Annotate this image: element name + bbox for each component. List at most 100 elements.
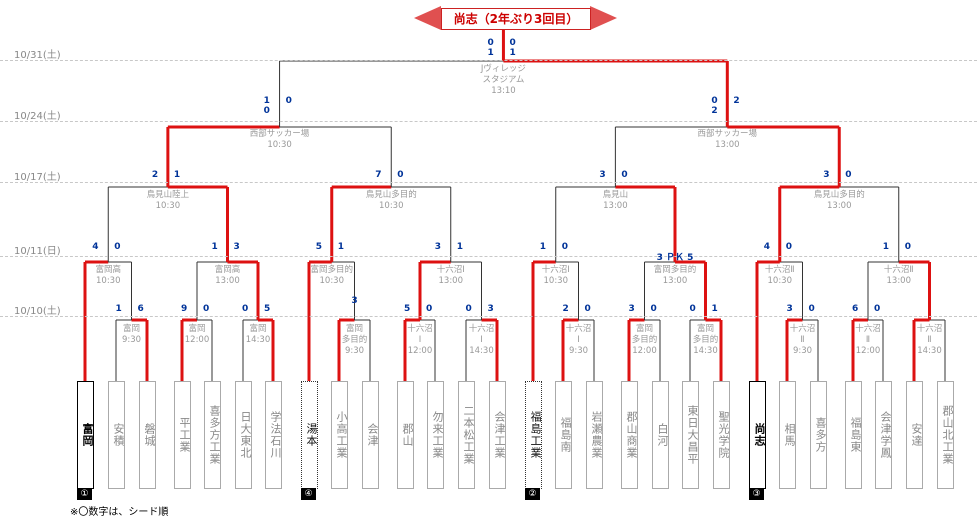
team-name: 相馬 — [779, 381, 796, 489]
team-name: 会津学鳳 — [875, 381, 892, 489]
team-name: 岩瀬農業 — [586, 381, 603, 489]
score: 2 — [711, 106, 718, 116]
score: 1 — [115, 304, 122, 314]
venue-label: 富岡多目的 10:30 — [310, 265, 353, 286]
score: 1 — [173, 170, 181, 180]
team-name: 小高工業 — [331, 381, 348, 489]
score: 5 — [264, 304, 271, 314]
venue-label: 富岡 多目的 14:30 — [692, 324, 719, 356]
team-name: 白河 — [652, 381, 669, 489]
score: 3 — [233, 242, 240, 252]
score: 1 — [487, 48, 494, 58]
team-name: 二本松工業 — [458, 381, 475, 489]
score: 2 — [733, 96, 740, 106]
seed-number: ④ — [301, 488, 316, 500]
team-name: 湯本 — [301, 381, 318, 489]
score: 6 — [852, 304, 859, 314]
venue-label: 富岡 多目的 9:30 — [341, 324, 368, 356]
score: 0 — [904, 242, 912, 252]
venue-label: 西部サッカー場 10:30 — [249, 129, 310, 150]
venue-label: 十六沼 Ⅰ 12:00 — [407, 324, 433, 356]
score: 0 — [621, 170, 628, 180]
score: 2 — [562, 304, 569, 314]
venue-label: 鳥見山多目的 10:30 — [365, 190, 417, 211]
score: 0 — [397, 170, 404, 180]
score: 3 — [786, 304, 793, 314]
score: 0 — [845, 170, 852, 180]
venue-label: 富岡 12:00 — [184, 324, 210, 345]
venue-label: Jヴィレッジ スタジアム 13:10 — [480, 64, 526, 96]
score: 0 — [114, 242, 121, 252]
venue-label: 十六沼Ⅰ 10:30 — [541, 265, 570, 286]
champion-title: 尚志（2年ぶり3回目） — [441, 8, 591, 30]
date-label: 10/17(土) — [14, 172, 61, 183]
date-label: 10/11(日) — [14, 246, 61, 257]
score: 0 — [561, 242, 569, 252]
title-ribbon-left — [414, 6, 441, 30]
date-label: 10/31(土) — [14, 50, 61, 61]
score: 1 — [263, 96, 270, 106]
score: 1 — [211, 242, 218, 252]
score: 5 — [404, 304, 411, 314]
score: 3 — [628, 304, 635, 314]
team-name: 喜多方 — [810, 381, 827, 489]
score: 3 — [434, 242, 442, 252]
team-name: 学法石川 — [265, 381, 282, 489]
venue-label: 十六沼 Ⅰ 14:30 — [468, 324, 495, 356]
date-gridline — [0, 182, 977, 183]
score: 1 — [539, 242, 547, 252]
venue-label: 富岡高 13:00 — [214, 265, 241, 286]
score: 0 — [263, 106, 270, 116]
venue-label: 十六沼Ⅱ 13:00 — [883, 265, 914, 286]
team-name: 会津工業 — [489, 381, 506, 489]
score: 0 — [584, 304, 591, 314]
score: 1 — [456, 242, 464, 252]
score: 4 — [763, 242, 771, 252]
score: 1 — [509, 48, 516, 58]
date-gridline — [0, 316, 977, 317]
team-name: 富岡 — [77, 381, 94, 489]
venue-label: 十六沼 Ⅱ 12:00 — [855, 324, 881, 356]
team-name: 福島工業 — [525, 381, 542, 489]
team-name: 郡山北工業 — [937, 381, 954, 489]
score: 1 — [337, 242, 345, 252]
venue-label: 富岡高 10:30 — [95, 265, 121, 286]
venue-label: 十六沼 Ⅱ 9:30 — [789, 324, 816, 356]
score: 1 — [882, 242, 890, 252]
score: 2 — [151, 170, 159, 180]
venue-label: 鳥見山陸上 10:30 — [146, 190, 190, 211]
score: 0 — [426, 304, 433, 314]
score: 7 — [375, 170, 382, 180]
team-name: 勿来工業 — [427, 381, 444, 489]
score: 0 — [711, 96, 718, 106]
venue-label: 富岡 14:30 — [245, 324, 271, 345]
team-name: 聖光学院 — [713, 381, 730, 489]
score: 1 — [711, 304, 718, 314]
score: 0 — [650, 304, 657, 314]
date-gridline — [0, 256, 977, 257]
team-name: 尚志 — [749, 381, 766, 489]
venue-label: 富岡 多目的 12:00 — [631, 324, 658, 356]
team-name: 日大東北 — [235, 381, 252, 489]
score: 3 — [823, 170, 830, 180]
score: 0 — [509, 38, 516, 48]
team-name: 会津 — [362, 381, 379, 489]
team-name: 安達 — [906, 381, 923, 489]
score: 6 — [137, 304, 144, 314]
seed-number: ③ — [749, 488, 764, 500]
seed-number: ① — [77, 488, 92, 500]
score: 0 — [808, 304, 815, 314]
title-ribbon-right — [590, 6, 617, 30]
venue-label: 富岡多目的 13:00 — [653, 265, 697, 286]
score: 0 — [465, 304, 472, 314]
seed-note: ※〇数字は、シード順 — [70, 507, 169, 518]
score: 0 — [487, 38, 494, 48]
team-name: 平工業 — [174, 381, 191, 489]
score: 0 — [285, 96, 292, 106]
team-name: 喜多方工業 — [204, 381, 221, 489]
score: 0 — [689, 304, 696, 314]
venue-label: 十六沼Ⅱ 10:30 — [764, 265, 795, 286]
venue-label: 十六沼 Ⅰ 9:30 — [565, 324, 592, 356]
